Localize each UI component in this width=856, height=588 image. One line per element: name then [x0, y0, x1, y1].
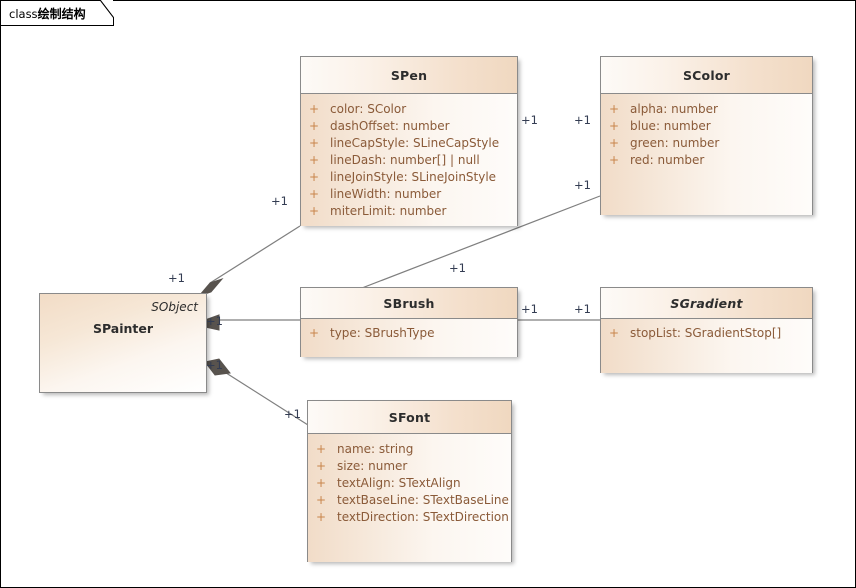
visibility-marker: +	[316, 442, 327, 456]
visibility-marker: +	[609, 119, 620, 133]
attribute-signature: alpha: number	[630, 102, 718, 116]
attribute-signature: lineCapStyle: SLineCapStyle	[330, 136, 500, 150]
multiplicity-scolor-sbrush: +1	[574, 178, 591, 192]
attribute-row: + blue: number	[601, 118, 812, 135]
attribute-row: + type: SBrushType	[301, 325, 517, 342]
attribute-row: + color: SColor	[301, 101, 517, 118]
class-name-sgradient: SGradient	[670, 296, 743, 311]
attribute-signature: lineWidth: number	[330, 187, 442, 201]
class-name-sbrush: SBrush	[383, 296, 435, 311]
multiplicity-sbrush-spainter: +1	[521, 302, 538, 316]
visibility-marker: +	[309, 204, 320, 218]
attribute-signature: green: number	[630, 136, 720, 150]
attribute-row: + textAlign: STextAlign	[308, 475, 511, 492]
attribute-row: + stopList: SGradientStop[]	[601, 325, 812, 342]
frame-title: class绘制结构	[9, 5, 86, 22]
visibility-marker: +	[316, 459, 327, 473]
visibility-marker: +	[609, 102, 620, 116]
visibility-marker: +	[309, 119, 320, 133]
class-header-spen: SPen	[301, 57, 517, 94]
visibility-marker: +	[609, 326, 620, 340]
attribute-signature: miterLimit: number	[330, 204, 447, 218]
frame-keyword: class	[9, 7, 38, 21]
class-box-sgradient[interactable]: SGradient + stopList: SGradientStop[]	[600, 287, 813, 373]
class-header-sfont: SFont	[308, 401, 511, 434]
attribute-row: + textBaseLine: STextBaseLine	[308, 492, 511, 509]
attribute-signature: blue: number	[630, 119, 711, 133]
attribute-row: + name: string	[308, 441, 511, 458]
class-box-sfont[interactable]: SFont + name: string + size: numer + tex…	[307, 400, 512, 562]
class-attributes-sfont: + name: string + size: numer + textAlign…	[308, 434, 511, 562]
attribute-signature: name: string	[337, 442, 414, 456]
class-name-scolor: SColor	[682, 68, 730, 83]
class-attributes-scolor: + alpha: number + blue: number + green: …	[601, 94, 812, 215]
class-attributes-sgradient: + stopList: SGradientStop[]	[601, 319, 812, 373]
class-stereotype-spainter: SObject	[151, 300, 198, 314]
attribute-signature: color: SColor	[330, 102, 407, 116]
visibility-marker: +	[309, 187, 320, 201]
class-header-sbrush: SBrush	[301, 288, 517, 319]
attribute-row: + lineJoinStyle: SLineJoinStyle	[301, 169, 517, 186]
connector-spainter-spen	[209, 225, 301, 284]
class-box-spen[interactable]: SPen + color: SColor + dashOffset: numbe…	[300, 56, 518, 226]
attribute-row: + red: number	[601, 152, 812, 169]
visibility-marker: +	[309, 170, 320, 184]
visibility-marker: +	[309, 326, 320, 340]
attribute-row: + lineCapStyle: SLineCapStyle	[301, 135, 517, 152]
class-name-spen: SPen	[390, 68, 428, 83]
attribute-row: + textDirection: STextDirection	[308, 509, 511, 526]
attribute-signature: type: SBrushType	[330, 326, 435, 340]
attribute-row: + lineDash: number[] | null	[301, 152, 517, 169]
attribute-signature: lineDash: number[] | null	[330, 153, 480, 167]
multiplicity-scolor-spen: +1	[574, 113, 591, 127]
visibility-marker: +	[309, 136, 320, 150]
attribute-row: + lineWidth: number	[301, 186, 517, 203]
diagram-frame-tab: class绘制结构	[0, 0, 114, 26]
class-header-scolor: SColor	[601, 57, 812, 94]
visibility-marker: +	[309, 102, 320, 116]
attribute-row: + dashOffset: number	[301, 118, 517, 135]
visibility-marker: +	[316, 476, 327, 490]
multiplicity-spen-scolor: +1	[521, 113, 538, 127]
attribute-signature: textBaseLine: STextBaseLine	[337, 493, 509, 507]
class-attributes-spen: + color: SColor + dashOffset: number + l…	[301, 94, 517, 226]
attribute-row: + miterLimit: number	[301, 203, 517, 220]
attribute-signature: dashOffset: number	[330, 119, 450, 133]
class-attributes-sbrush: + type: SBrushType	[301, 319, 517, 357]
visibility-marker: +	[609, 153, 620, 167]
attribute-signature: textAlign: STextAlign	[337, 476, 461, 490]
attribute-signature: stopList: SGradientStop[]	[630, 326, 782, 340]
attribute-signature: red: number	[630, 153, 705, 167]
attribute-signature: lineJoinStyle: SLineJoinStyle	[330, 170, 497, 184]
multiplicity-spainter-spen: +1	[168, 271, 185, 285]
class-box-sbrush[interactable]: SBrush + type: SBrushType	[300, 287, 518, 357]
multiplicity-sgradient-sbrush: +1	[206, 358, 223, 372]
multiplicity-spainter-sfont: +1	[284, 407, 301, 421]
attribute-row: + size: numer	[308, 458, 511, 475]
visibility-marker: +	[316, 493, 327, 507]
multiplicity-spainter-sbrush: +1	[206, 314, 223, 328]
visibility-marker: +	[309, 153, 320, 167]
attribute-signature: textDirection: STextDirection	[337, 510, 509, 524]
class-name-sfont: SFont	[388, 410, 431, 425]
class-name-spainter: SPainter	[92, 321, 154, 336]
frame-tab-bevel	[100, 0, 114, 18]
multiplicity-sbrush-scolor: +1	[449, 261, 466, 275]
visibility-marker: +	[609, 136, 620, 150]
multiplicity-spen-spainter: +1	[271, 194, 288, 208]
attribute-signature: size: numer	[337, 459, 408, 473]
class-header-sgradient: SGradient	[601, 288, 812, 319]
multiplicity-sbrush-sgradient: +1	[574, 302, 591, 316]
frame-title-text: 绘制结构	[37, 7, 86, 21]
class-box-spainter[interactable]: SObject SPainter	[39, 293, 207, 393]
attribute-row: + green: number	[601, 135, 812, 152]
class-box-scolor[interactable]: SColor + alpha: number + blue: number + …	[600, 56, 813, 215]
attribute-row: + alpha: number	[601, 101, 812, 118]
visibility-marker: +	[316, 510, 327, 524]
